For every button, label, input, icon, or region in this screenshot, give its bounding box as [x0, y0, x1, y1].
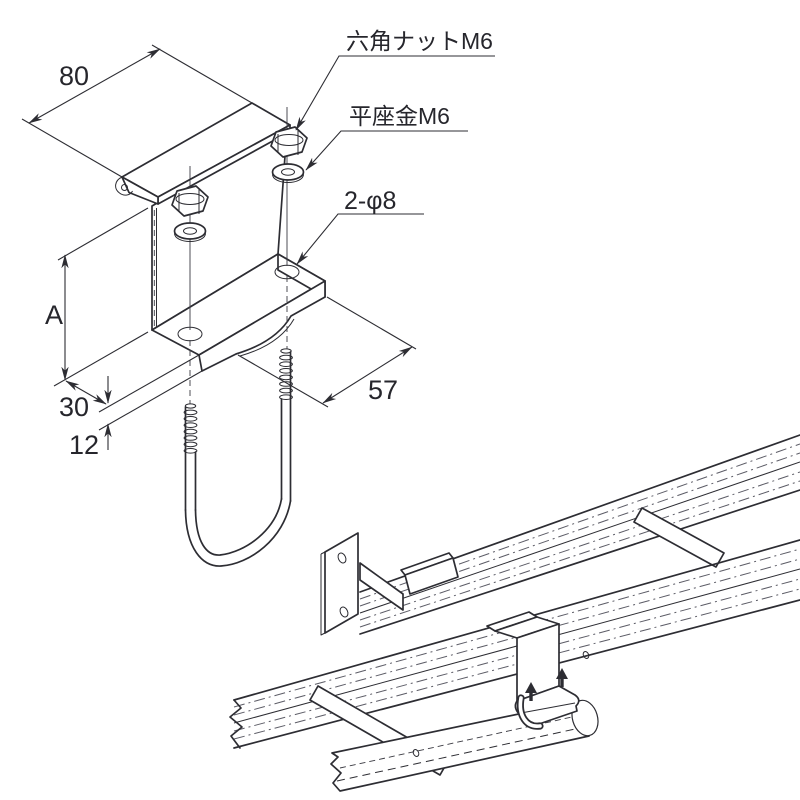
callout-holes: 2-φ8 — [296, 187, 424, 265]
hex-nut-left — [171, 185, 209, 217]
callout-flat-washer: 平座金M6 — [305, 103, 468, 171]
installation-view — [229, 434, 800, 792]
hole-diameter-label: 2-φ8 — [344, 187, 396, 215]
wall-plate — [320, 532, 359, 636]
dim-80-text: 80 — [59, 61, 89, 91]
dim-A-text: A — [45, 300, 63, 330]
u-bolt-thread-end — [525, 682, 537, 693]
plate-hole-upper — [337, 552, 347, 564]
back-rail — [359, 434, 800, 635]
flat-washer-label: 平座金M6 — [349, 103, 450, 129]
rail-break-line — [229, 699, 243, 749]
exploded-bracket-view — [115, 102, 326, 567]
hem-curl — [115, 176, 133, 196]
dimension-annotations: 80 A 30 12 57 六角ナットM6 — [21, 28, 495, 460]
dim-lip-height: 12 — [69, 370, 203, 460]
u-bolt-thread-end — [556, 668, 568, 679]
dim-height-A: A — [45, 207, 149, 387]
dim-30-text: 30 — [59, 392, 89, 422]
hex-nut-label: 六角ナットM6 — [346, 28, 493, 54]
bracket-top-plate — [115, 102, 291, 205]
u-bolt — [183, 348, 293, 567]
plate-hole-lower — [339, 606, 349, 618]
splice-plate — [400, 552, 459, 595]
flat-washer-right — [271, 163, 305, 183]
flat-washer-left — [173, 222, 207, 242]
bracket-flange — [151, 253, 326, 372]
pipe-end-face — [571, 699, 599, 737]
speck-mark — [582, 651, 590, 659]
dim-57-text: 57 — [368, 375, 398, 405]
speck-mark — [412, 749, 420, 757]
rung-left — [359, 562, 404, 611]
hex-nut-right — [270, 126, 308, 158]
mounted-bracket — [486, 611, 580, 730]
dim-flange-depth: 30 — [59, 354, 200, 422]
rung-right — [633, 507, 725, 568]
dim-top-width: 80 — [21, 44, 253, 178]
callout-hex-nut: 六角ナットM6 — [295, 28, 495, 131]
dim-12-text: 12 — [69, 430, 99, 460]
dim-flange-length: 57 — [237, 296, 417, 408]
